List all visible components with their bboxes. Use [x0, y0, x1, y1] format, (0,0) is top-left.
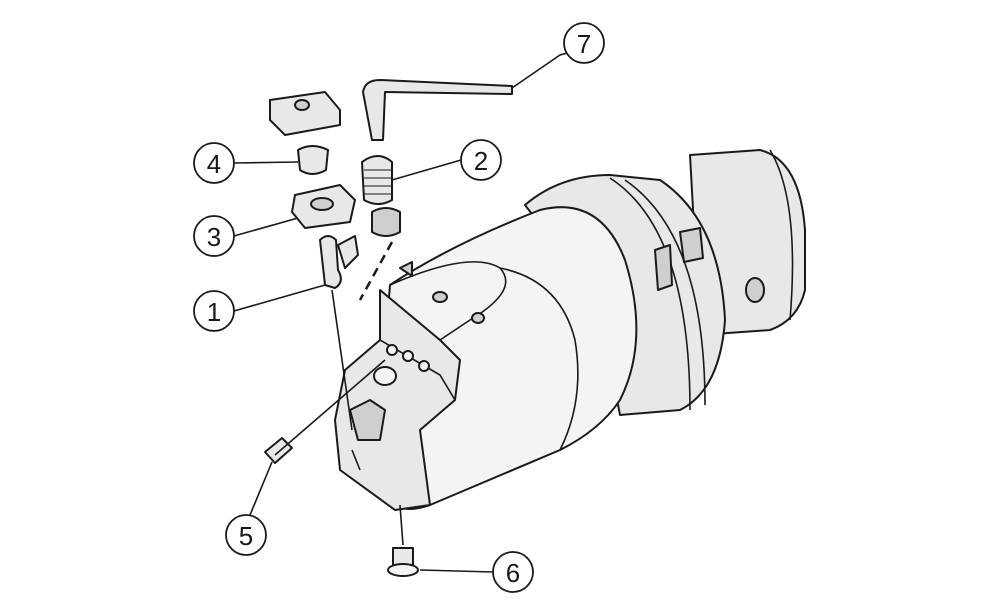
part-1-lever	[319, 235, 359, 431]
svg-text:3: 3	[207, 222, 221, 252]
callout-6: 6	[492, 551, 534, 593]
tool-body	[379, 206, 638, 510]
svg-text:1: 1	[207, 297, 221, 327]
svg-text:5: 5	[239, 521, 253, 551]
part-7-hex-key	[362, 79, 513, 141]
callout-7: 7	[563, 22, 605, 64]
part-2-screw	[358, 155, 401, 301]
callout-1: 1	[193, 290, 235, 332]
part-6-screw	[387, 504, 419, 577]
callout-2: 2	[460, 139, 502, 181]
insert	[269, 91, 341, 136]
leader-lines	[233, 42, 604, 573]
part-5-set-screw	[264, 437, 293, 464]
svg-text:4: 4	[207, 149, 221, 179]
cutting-head	[334, 289, 461, 511]
part-4-sleeve	[297, 145, 329, 175]
svg-text:2: 2	[474, 146, 488, 176]
callout-4: 4	[193, 142, 235, 184]
svg-text:7: 7	[577, 29, 591, 59]
svg-text:6: 6	[506, 558, 520, 588]
part-3-shim	[291, 184, 356, 229]
callout-5: 5	[225, 514, 267, 556]
callout-3: 3	[193, 215, 235, 257]
